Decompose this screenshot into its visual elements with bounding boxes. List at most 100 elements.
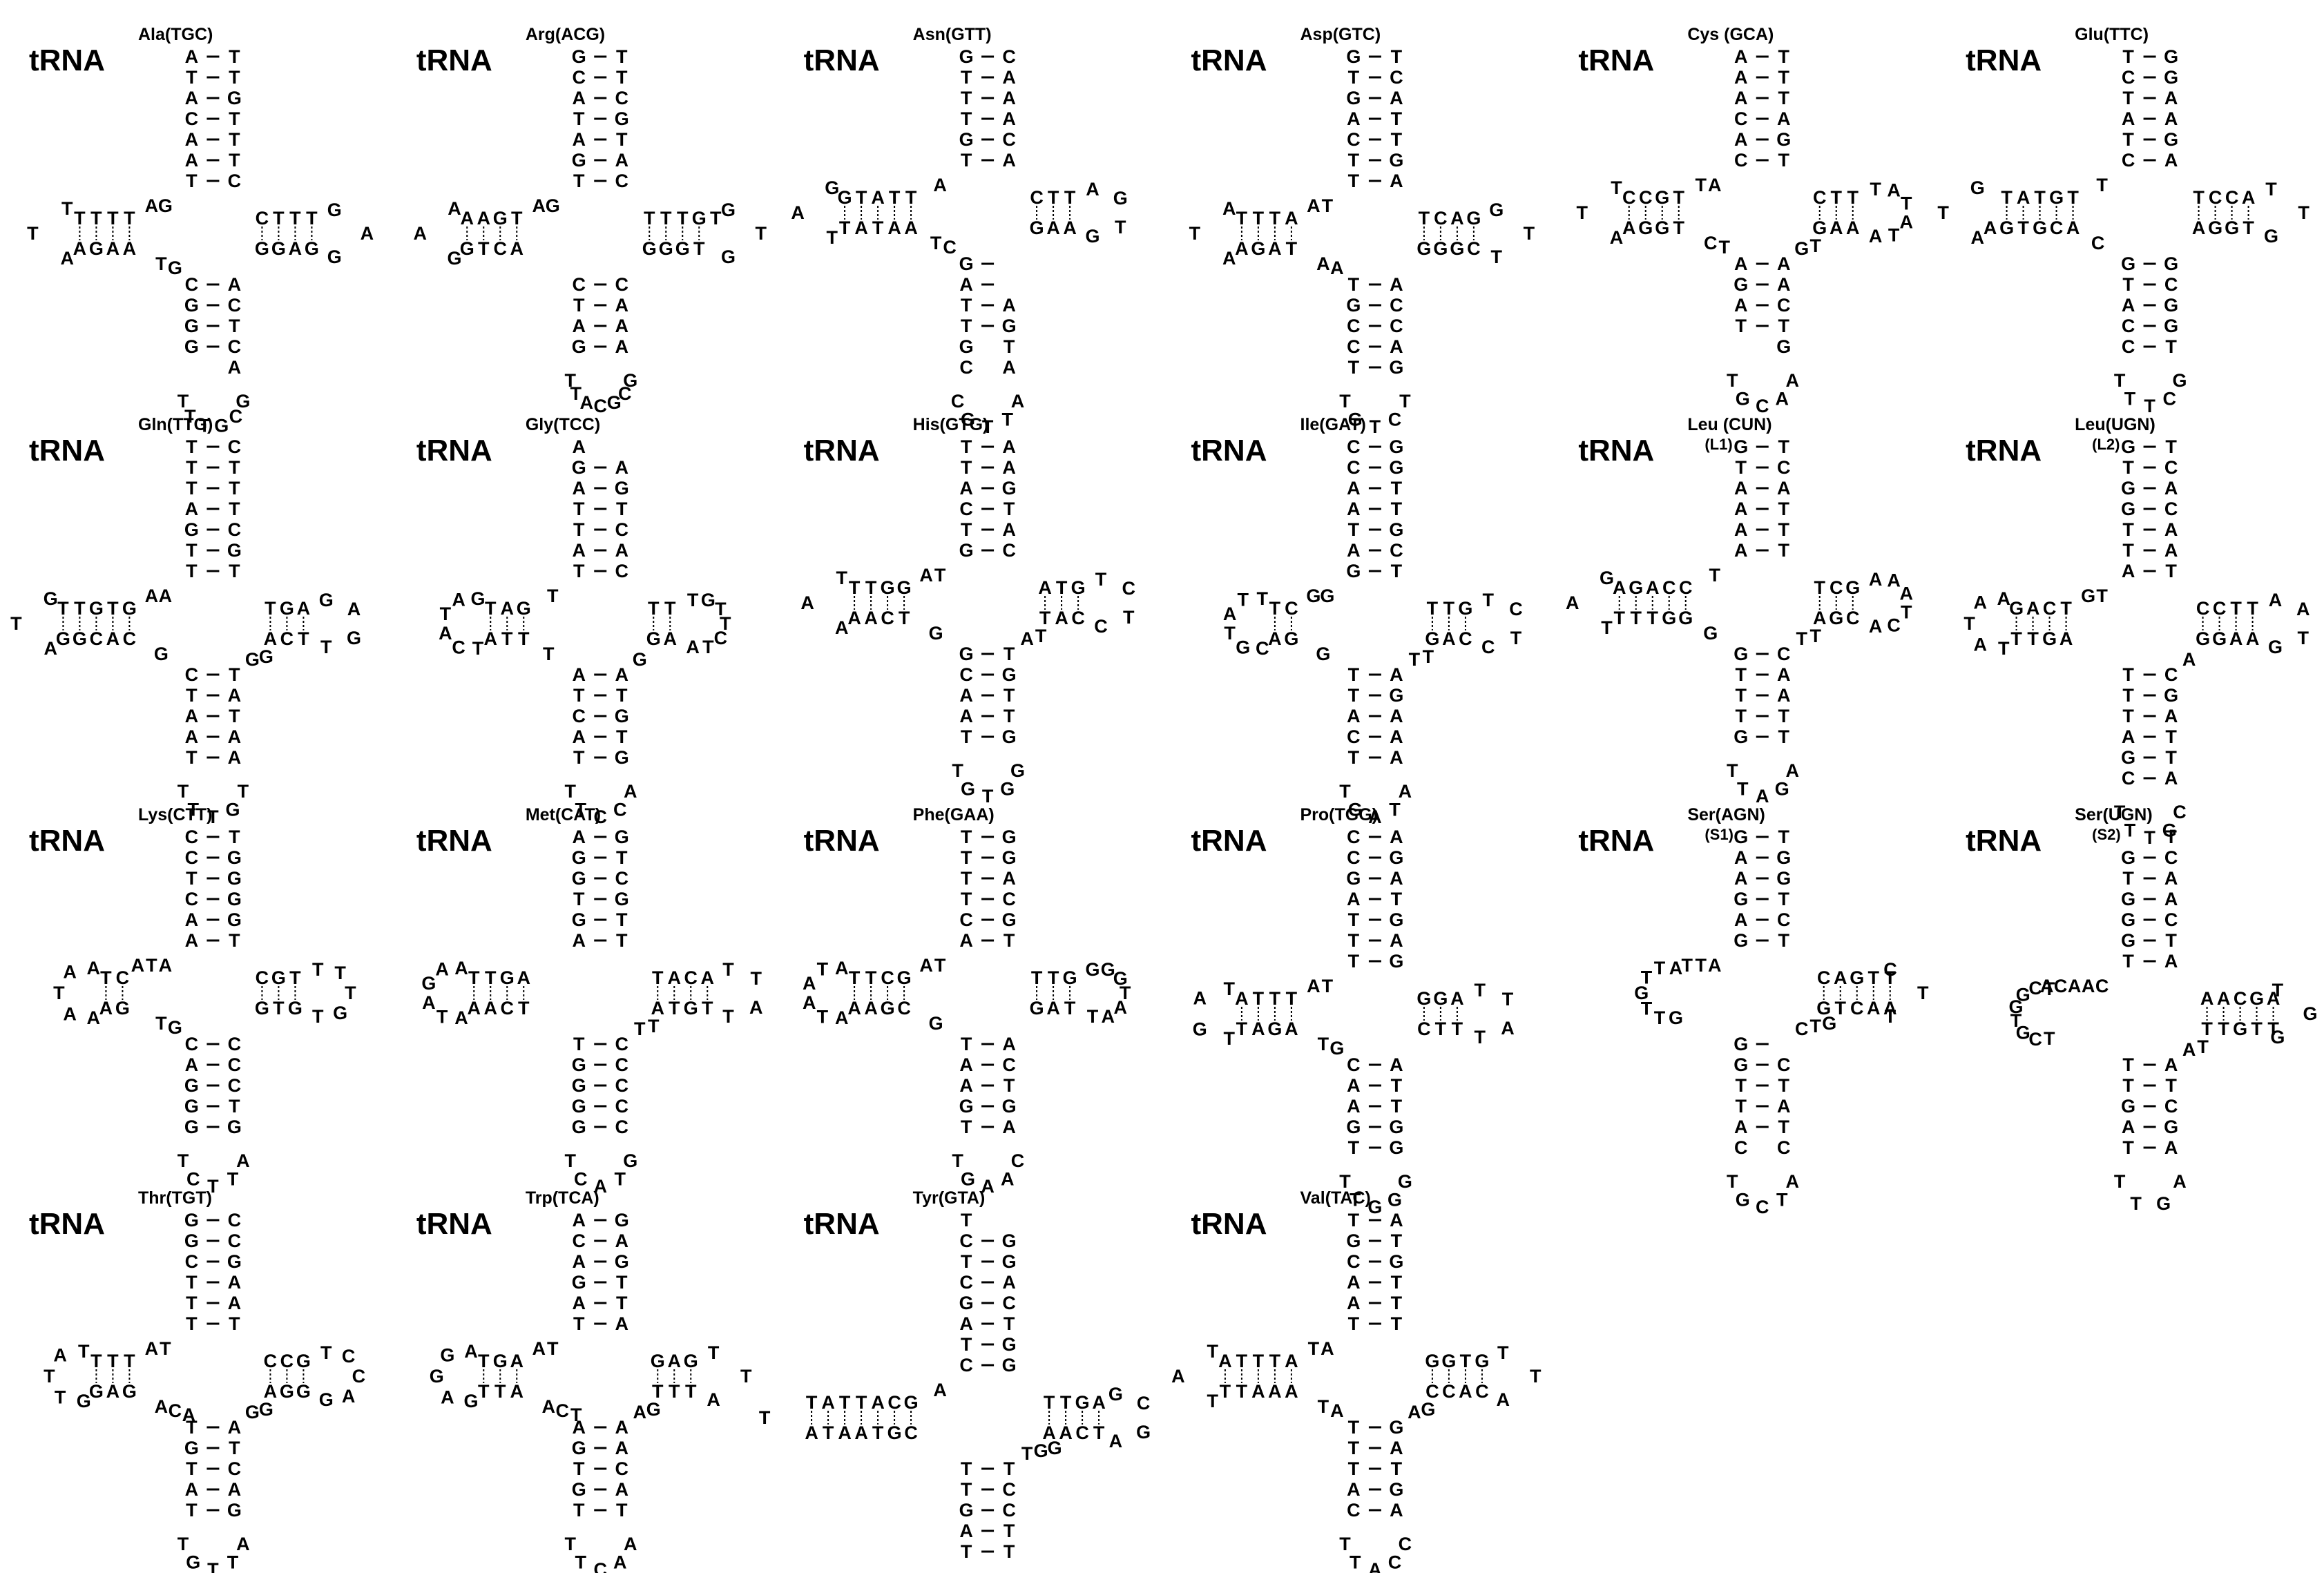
t-loop-nt: T: [1885, 1006, 1896, 1027]
acceptor-stem-5-nt: T: [961, 827, 972, 847]
acceptor-stem-3-nt: C: [615, 868, 629, 889]
anticodon-stem-nt: T: [961, 1034, 972, 1054]
acceptor-stem-3-nt: T: [616, 129, 628, 150]
connector-nt: G: [929, 1013, 943, 1034]
t-loop-nt: G: [2270, 1027, 2285, 1048]
d-stem-nt: A: [847, 608, 861, 628]
acceptor-stem-5-nt: A: [573, 827, 586, 847]
t-stem-nt: A: [1055, 608, 1068, 628]
d-loop-nt: G: [77, 1391, 91, 1411]
t-stem-nt: G: [1812, 218, 1827, 238]
t-stem-nt: G: [1417, 238, 1431, 259]
acceptor-stem-3-nt: T: [1003, 1313, 1015, 1334]
amino-acid-anticodon-label: Ser(UGN): [2075, 805, 2153, 824]
acceptor-stem-3-nt: A: [1390, 827, 1403, 847]
t-loop-nt: T: [2297, 628, 2309, 648]
acceptor-stem-5-nt: T: [961, 889, 972, 909]
t-stem-nt: C: [1817, 967, 1831, 988]
anticodon-loop-nt: G: [961, 409, 975, 430]
anticodon-stem-nt: T: [961, 726, 972, 747]
d-loop-nt: A: [791, 202, 805, 223]
acceptor-stem-5-nt: T: [961, 67, 972, 88]
acceptor-stem-3-nt: A: [2164, 868, 2178, 889]
connector-nt: A: [1321, 1338, 1334, 1359]
anticodon-stem-nt: G: [1776, 336, 1791, 357]
trna-prefix-label: tRNA: [1191, 44, 1267, 77]
acceptor-stem-3-nt: A: [2164, 478, 2178, 499]
connector-nt: T: [1810, 235, 1822, 256]
t-stem-nt: T: [685, 1381, 697, 1402]
anticodon-stem-nt: A: [573, 726, 586, 747]
acceptor-stem-5-nt: A: [573, 478, 586, 499]
acceptor-stem-3-nt: T: [1391, 499, 1403, 519]
anticodon-stem-nt: T: [2122, 706, 2134, 726]
t-stem-nt: A: [289, 238, 302, 259]
t-loop-nt: T: [312, 1006, 324, 1027]
amino-acid-anticodon-label: Arg(ACG): [526, 25, 605, 44]
anticodon-stem-nt: A: [2164, 1137, 2178, 1158]
d-stem-nt: A: [1251, 1019, 1265, 1039]
d-stem-nt: C: [1679, 577, 1693, 598]
d-stem-nt: C: [887, 1392, 901, 1413]
acceptor-stem-3-nt: A: [615, 457, 629, 478]
t-stem-nt: G: [1845, 577, 1860, 598]
d-stem-nt: G: [115, 998, 130, 1019]
anticodon-loop-nt: T: [1737, 779, 1749, 800]
d-stem-nt: T: [478, 238, 490, 259]
connector-nt: G: [546, 195, 560, 216]
connector-nt: G: [1329, 1038, 1344, 1059]
d-loop-nt: T: [1654, 1007, 1666, 1028]
d-loop-nt: A: [835, 958, 849, 978]
acceptor-stem-5-nt: A: [959, 478, 973, 499]
anticodon-loop-nt: T: [227, 1552, 239, 1573]
d-stem-nt: T: [74, 208, 86, 229]
acceptor-stem-3-nt: T: [2165, 436, 2177, 457]
anticodon-stem-nt: G: [227, 1500, 242, 1521]
acceptor-stem-3-nt: C: [2164, 847, 2178, 868]
anticodon-stem-nt: C: [615, 1034, 629, 1054]
anticodon-stem-nt: C: [1347, 336, 1361, 357]
anticodon-stem-nt: T: [1778, 726, 1790, 747]
d-stem-nt: T: [889, 187, 901, 208]
connector-nt: T: [1719, 237, 1731, 258]
acceptor-stem-5-nt: T: [1736, 457, 1747, 478]
t-loop-nt: T: [1510, 628, 1522, 648]
anticodon-loop-nt: T: [2144, 396, 2155, 416]
anticodon-loop-nt: A: [1001, 1169, 1015, 1190]
acceptor-stem-5-nt: A: [1347, 889, 1361, 909]
connector-nt: T: [648, 1016, 660, 1036]
t-loop-nt: T: [1870, 179, 1881, 200]
t-stem-nt: G: [1829, 608, 1843, 628]
connector-nt: A: [633, 1402, 647, 1422]
d-stem-nt: A: [1235, 988, 1249, 1009]
anticodon-loop-nt: T: [207, 1559, 219, 1573]
d-stem-nt: G: [1999, 218, 2014, 238]
d-stem-nt: T: [468, 967, 480, 988]
d-stem-nt: A: [2066, 218, 2080, 238]
anticodon-loop-nt: T: [177, 1150, 189, 1171]
acceptor-stem-5-nt: C: [185, 108, 199, 129]
t-stem-nt: T: [2218, 1019, 2229, 1039]
anticodon-stem-nt: G: [959, 1096, 974, 1117]
anticodon-stem-nt: T: [573, 685, 585, 706]
d-stem-nt: A: [510, 1381, 524, 1402]
anticodon-stem-nt: A: [959, 274, 973, 295]
acceptor-stem-5-nt: G: [572, 46, 586, 67]
anticodon-stem-nt: G: [615, 747, 629, 768]
anticodon-stem-nt: T: [1391, 1458, 1403, 1479]
anticodon-stem-nt: G: [1002, 664, 1017, 685]
t-stem-nt: T: [273, 998, 285, 1019]
t-stem-nt: A: [668, 967, 682, 988]
anticodon-stem-nt: G: [572, 1438, 586, 1458]
connector-nt: G: [646, 1399, 661, 1420]
anticodon-loop-nt: A: [1368, 1559, 1382, 1573]
acceptor-stem-3-nt: A: [1390, 868, 1403, 889]
connector-nt: A: [919, 565, 933, 586]
d-loop-nt: T: [2044, 978, 2055, 999]
t-loop-nt: C: [1122, 578, 1135, 599]
acceptor-stem-3-nt: A: [1002, 67, 1016, 88]
acceptor-stem-5-nt: A: [1347, 540, 1361, 561]
t-stem-nt: A: [2200, 988, 2214, 1009]
t-loop-nt: T: [1524, 223, 1535, 244]
